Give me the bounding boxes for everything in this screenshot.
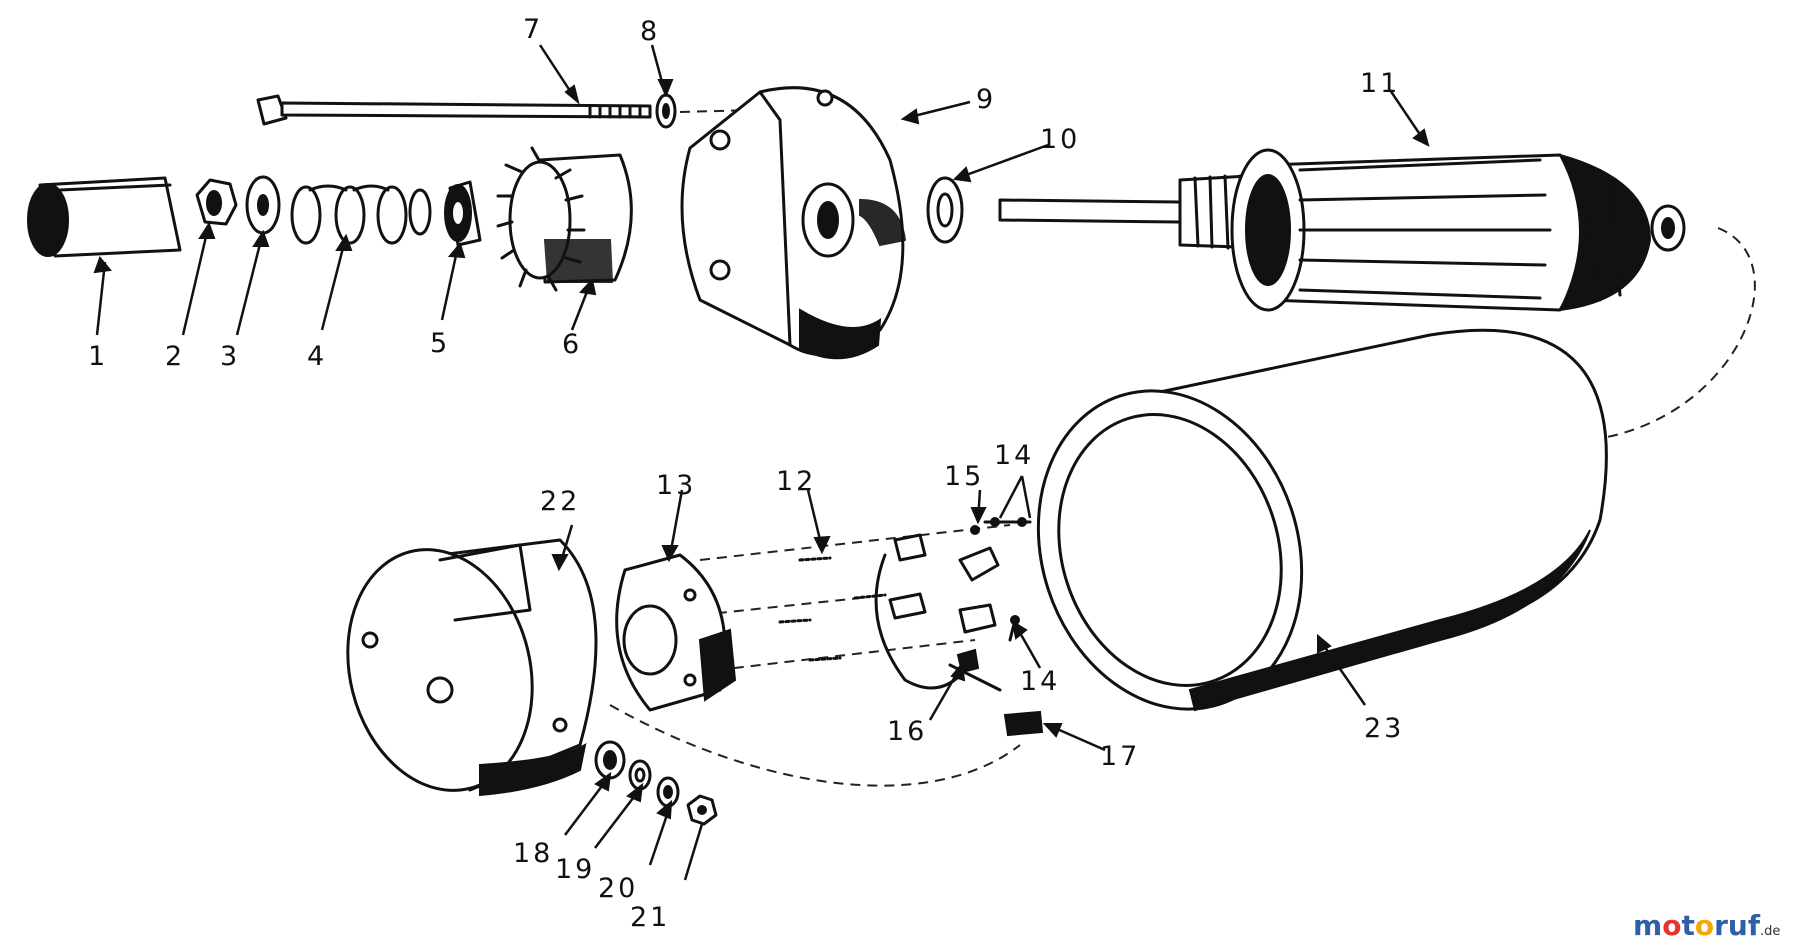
watermark-letter: u [1728,909,1748,942]
part-5-collar [444,180,482,247]
part-label-20: 20 [598,873,638,904]
part-23-frame [1036,328,1608,712]
assembly-line-end-cap-to-terminal [609,704,1021,787]
part-22-end-cap [346,538,598,797]
part-11-armature [998,148,1652,312]
part-label-3: 3 [220,341,240,372]
assembly-line-armature-to-frame [1589,227,1756,441]
watermark-letter: m [1633,909,1662,942]
part-label-1: 1 [88,341,108,372]
part-label-22: 22 [540,486,580,517]
leader-arrowheads [93,79,1430,820]
part-19-washer [628,759,652,791]
watermark-letter: f [1748,909,1761,942]
part-14-screw-lower [958,603,1020,642]
part-3-washer [245,175,281,235]
part-label-9: 9 [976,84,996,115]
part-label-4: 4 [307,341,327,372]
part-18-terminal-washer [594,740,626,780]
part-label-2: 2 [165,341,185,372]
part-20-lock-washer [656,776,680,808]
part-label-12: 12 [776,466,816,497]
part-8-lock-washer [655,93,677,129]
armature-end-bushing [1650,204,1686,252]
part-label-5: 5 [430,328,450,359]
part-7-through-bolt [256,94,652,126]
watermark-tld: .de [1760,924,1780,939]
part-label-8: 8 [640,16,660,47]
watermark-letter: r [1714,909,1728,942]
part-13-brush-holder-plate [615,553,737,712]
assembly-line-brush-plate-bottom [699,639,976,673]
part-14-screw-upper [983,517,1032,527]
part-4-spring [290,184,432,245]
watermark-letter: o [1662,909,1681,942]
part-label-10: 10 [1040,124,1080,155]
watermark-letter: o [1695,909,1714,942]
part-2-nut [195,178,238,226]
part-label-14-upper: 14 [994,440,1034,471]
part-1-sleeve [27,176,182,258]
part-9-drive-end-bracket [680,86,907,360]
part-12-brush-springs [778,556,887,662]
part-17-insulator [1003,710,1044,737]
part-label-11: 11 [1360,68,1400,99]
assembly-line-brush-plate-top [699,524,1011,561]
assembly-line-mid [699,597,861,616]
part-label-13: 13 [656,470,696,501]
part-label-14-lower: 14 [1020,666,1060,697]
part-label-6: 6 [562,329,582,360]
part-labels: 1 2 3 4 5 6 7 8 9 10 11 12 13 14 14 15 1… [88,14,1404,933]
part-label-19: 19 [555,854,595,885]
leader-lines [95,44,1427,881]
part-label-21: 21 [630,902,670,933]
part-label-7: 7 [523,14,543,45]
part-21-nut [686,794,718,826]
part-label-17: 17 [1100,741,1140,772]
part-label-15: 15 [944,461,984,492]
motoruf-watermark-logo: motoruf.de [1633,909,1780,942]
part-label-23: 23 [1364,713,1404,744]
part-label-18: 18 [513,838,553,869]
part-label-16: 16 [887,716,927,747]
part-6-pinion-gear [496,146,633,292]
watermark-brand: motoruf.de [1633,909,1780,942]
watermark-letter: t [1681,909,1694,942]
part-10-thrust-washer [926,176,964,244]
part-15-brush [958,525,1000,582]
